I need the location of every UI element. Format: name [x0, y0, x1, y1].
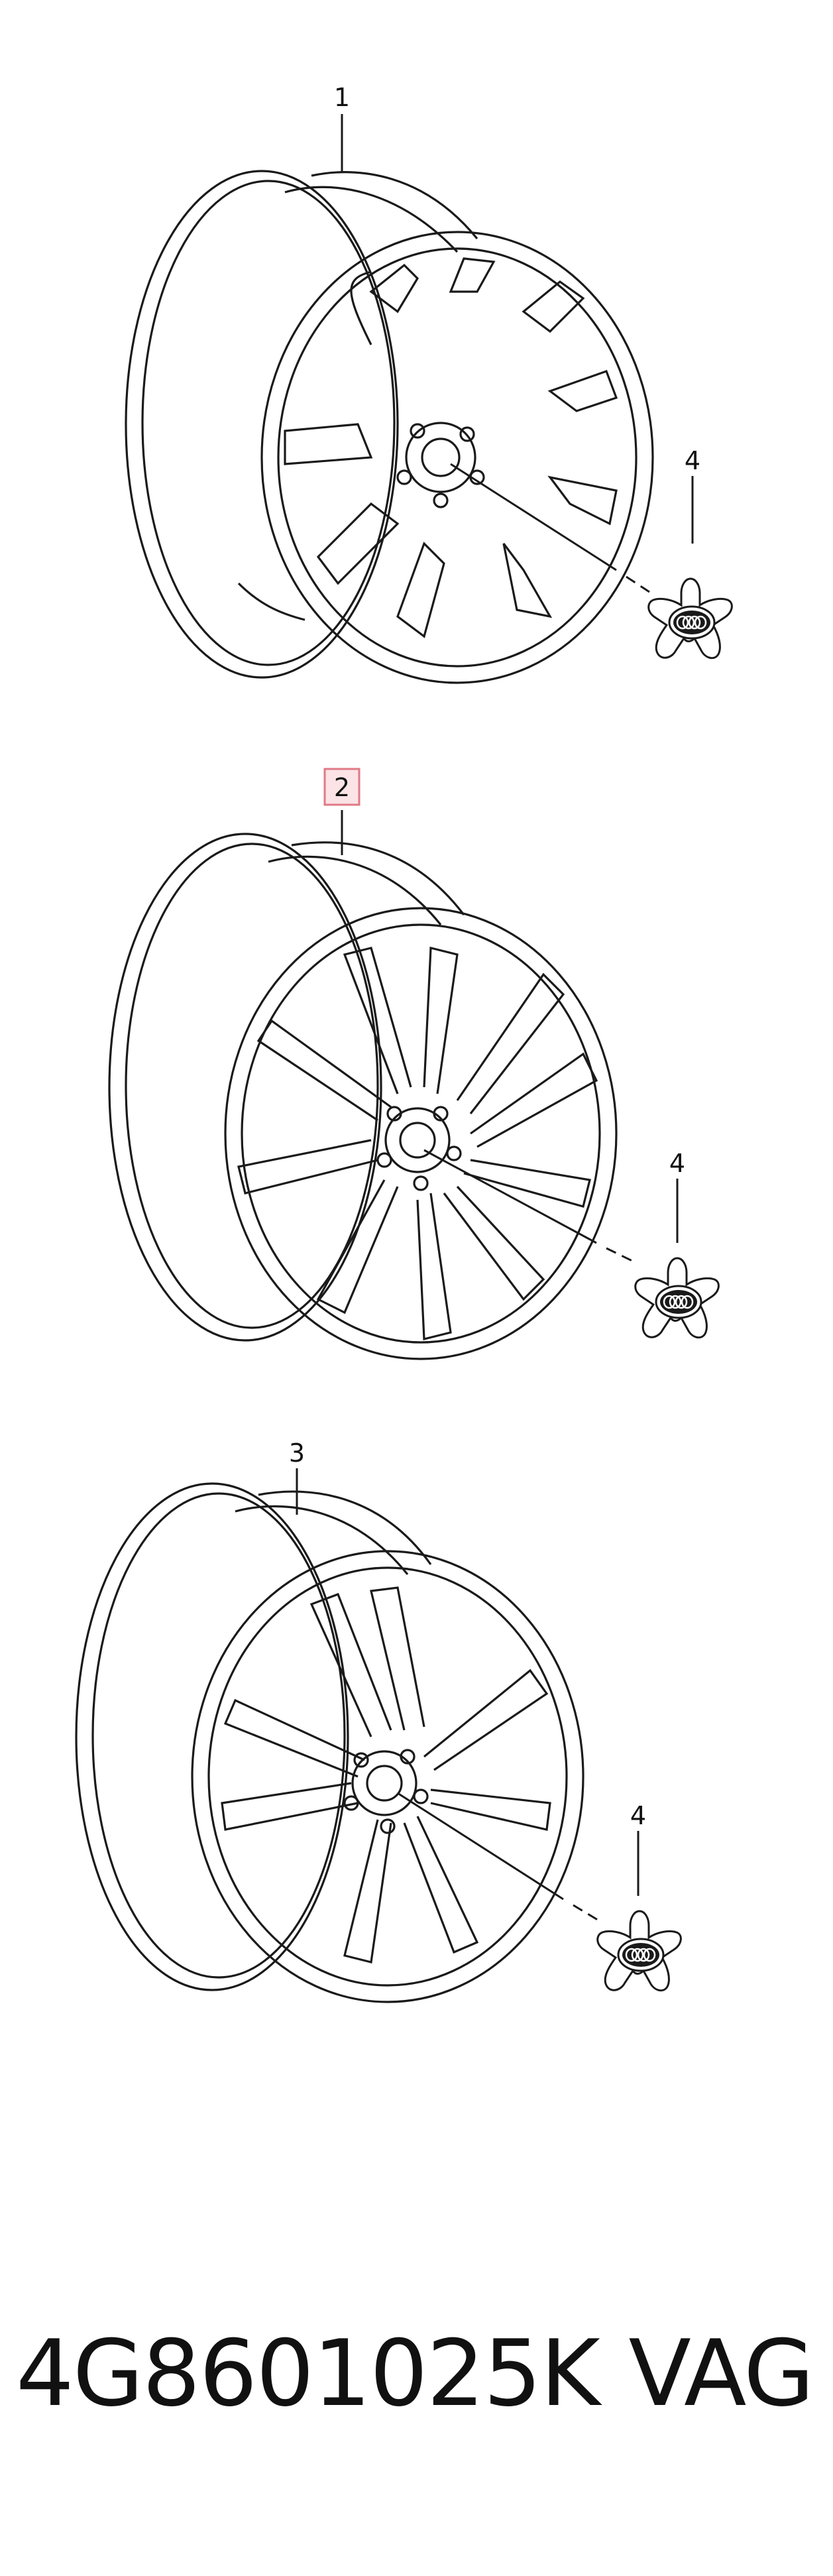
cap-3	[596, 1910, 682, 1992]
wheel-3-leader	[296, 1468, 639, 1922]
wheel-1-leader	[341, 114, 694, 593]
wheel-2	[108, 833, 618, 1360]
callout-cap-1: 4	[685, 446, 700, 475]
part-number: 4G8601025K	[16, 2319, 600, 2427]
callout-2-highlight	[323, 768, 361, 806]
callout-cap-3: 4	[630, 1801, 646, 1830]
cap-1	[647, 577, 733, 660]
callout-wheel-2: 2	[334, 773, 350, 802]
footer: 4G8601025K VAG	[0, 2319, 833, 2427]
cap-2	[634, 1257, 720, 1339]
brand-label: VAG	[628, 2319, 814, 2427]
callout-cap-2: 4	[669, 1149, 685, 1178]
wheel-1	[125, 170, 654, 684]
callout-wheel-1: 1	[334, 83, 350, 112]
wheel-3	[75, 1482, 584, 2003]
wheel-2-leader	[341, 810, 679, 1264]
callout-wheel-3: 3	[289, 1438, 305, 1468]
